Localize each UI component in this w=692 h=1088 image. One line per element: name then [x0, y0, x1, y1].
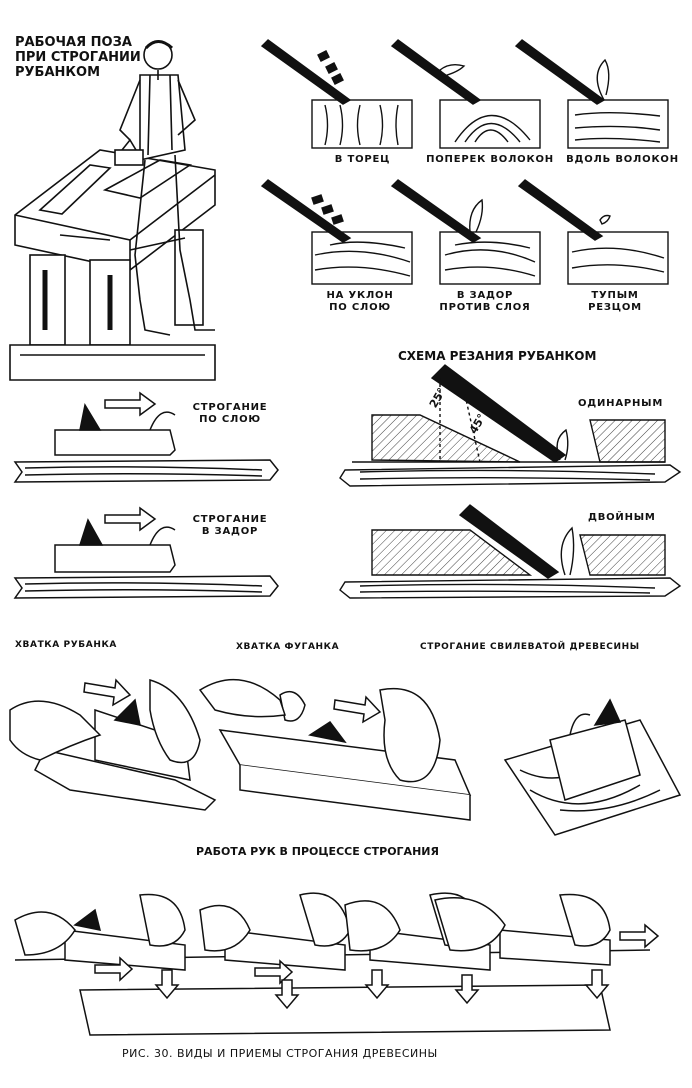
planing-with-layer-label: СТРОГАНИЕ ПО СЛОЮ	[192, 402, 268, 425]
double-label: ДВОЙНЫМ	[588, 512, 656, 523]
single-label: ОДИНАРНЫМ	[578, 398, 664, 409]
grip-plane-label: ХВАТКА РУБАНКА	[15, 640, 117, 650]
twisted-wood-scene	[503, 698, 682, 836]
hand-icon	[14, 911, 76, 956]
chisel-icon	[260, 179, 352, 243]
hand-icon	[379, 687, 441, 783]
cut-end-grain	[260, 39, 413, 149]
wood-block-icon	[567, 99, 669, 149]
hand-plane-icon	[549, 719, 641, 801]
grip-jointer-label: ХВАТКА ФУГАНКА	[236, 642, 340, 652]
hands-work-scene	[14, 892, 660, 1036]
hand-icon	[139, 893, 186, 947]
arrow-down-icon	[454, 974, 480, 1005]
worker-figure	[119, 40, 215, 336]
chisel-icon	[390, 179, 482, 243]
cutting-scheme-title: СХЕМА РЕЗАНИЯ РУБАНКОМ	[398, 349, 597, 363]
hand-icon	[149, 679, 201, 764]
hand-plane-icon	[54, 544, 176, 573]
hand-icon	[559, 893, 611, 947]
hand-icon	[434, 897, 506, 952]
workbench-icon	[9, 149, 216, 381]
planing-with-layer	[13, 391, 279, 483]
arrow-down-icon	[154, 969, 180, 1000]
end-grain-label: В ТОРЕЦ	[334, 154, 391, 165]
planing-against	[13, 506, 279, 599]
workbench-scene	[9, 40, 216, 381]
cut-dull-cutter	[517, 179, 669, 285]
chisel-icon	[514, 39, 606, 105]
hand-plane-icon	[54, 429, 176, 456]
working-pose-label: РАБОЧАЯ ПОЗА ПРИ СТРОГАНИИ РУБАНКОМ	[15, 35, 141, 80]
grip-plane-scene	[9, 678, 217, 811]
dull-cutter-label: ТУПЫМ РЕЗЦОМ	[588, 290, 642, 313]
across-grain-label: ПОПЕРЕК ВОЛОКОН	[426, 154, 554, 165]
plane-pos-2	[199, 892, 351, 1010]
chisel-icon	[390, 39, 482, 105]
planing-examples	[13, 391, 279, 599]
hand-plane-icon	[64, 929, 186, 971]
hand-icon	[344, 900, 401, 952]
plane-on-bench	[114, 138, 144, 166]
cut-types	[260, 39, 669, 285]
arrow-down-icon	[584, 969, 610, 1000]
chisel-icon	[458, 504, 560, 579]
arrow-right-icon	[104, 506, 157, 532]
chisel-icon	[260, 39, 352, 105]
arrow-down-icon	[274, 979, 300, 1010]
planing-twisted-label: СТРОГАНИЕ СВИЛЕВАТОЙ ДРЕВЕСИНЫ	[420, 642, 640, 652]
chisel-icon	[517, 179, 604, 241]
against-layer-label: В ЗАДОР ПРОТИВ СЛОЯ	[439, 290, 531, 313]
wood-block-icon	[567, 231, 669, 285]
grips-row	[9, 678, 682, 836]
figure-caption: РИС. 30. ВИДЫ И ПРИЕМЫ СТРОГАНИЯ ДРЕВЕСИ…	[122, 1047, 438, 1060]
grip-jointer-scene	[198, 678, 472, 821]
cut-across-grain	[390, 39, 541, 149]
arrow-right-icon	[619, 923, 660, 949]
scheme-single	[339, 364, 682, 487]
arrow-right-icon	[333, 695, 382, 724]
plane-pos-4	[434, 893, 660, 1000]
arrow-right-icon	[254, 959, 294, 985]
hand-icon	[9, 700, 102, 761]
arrow-right-icon	[83, 678, 132, 707]
cut-slope-with-layer	[260, 179, 413, 285]
arrow-down-icon	[364, 969, 390, 1000]
planing-against-label: СТРОГАНИЕ В ЗАДОР	[192, 514, 268, 537]
hands-work-label: РАБОТА РУК В ПРОЦЕССЕ СТРОГАНИЯ	[196, 845, 439, 858]
slope-with-layer-label: НА УКЛОН ПО СЛОЮ	[326, 290, 394, 313]
along-grain-label: ВДОЛЬ ВОЛОКОН	[566, 154, 679, 165]
hand-icon	[198, 678, 286, 718]
hand-icon	[299, 892, 351, 947]
cutting-scheme	[339, 364, 682, 599]
scheme-double	[339, 504, 682, 599]
cut-against-layer	[390, 179, 541, 285]
cut-along-grain	[514, 39, 669, 149]
arrow-right-icon	[94, 956, 134, 982]
plane-pos-1	[14, 893, 186, 1000]
arrow-right-icon	[104, 391, 157, 417]
hand-icon	[199, 904, 251, 952]
